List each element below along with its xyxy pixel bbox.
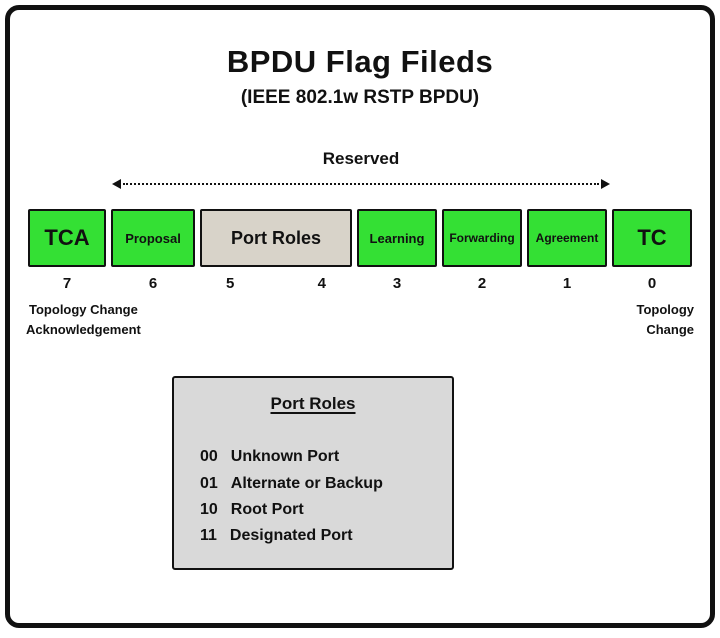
bit-number: 0 xyxy=(647,275,657,292)
port-roles-legend: Port Roles 00 Unknown Port 01 Alternate … xyxy=(172,376,454,570)
legend-item: 01 Alternate or Backup xyxy=(200,471,452,497)
field-port-roles: Port Roles xyxy=(200,209,352,267)
legend-label: Alternate or Backup xyxy=(230,474,383,492)
annotation-tc-line2: Change xyxy=(646,322,694,338)
arrowhead-right-icon xyxy=(601,179,610,189)
legend-label: Root Port xyxy=(230,501,304,519)
annotation-tca-line2: Acknowledgement xyxy=(26,322,141,338)
bit-number: 3 xyxy=(392,275,402,292)
legend-title: Port Roles xyxy=(270,394,356,414)
legend-item: 11 Designated Port xyxy=(200,523,452,549)
bit-number: 7 xyxy=(62,275,72,292)
bit-numbers-row: 7 6 5 4 3 2 1 0 xyxy=(10,275,710,292)
page-subtitle: (IEEE 802.1w RSTP BPDU) xyxy=(240,87,480,108)
bit-5-4-cell: 5 4 xyxy=(200,275,352,292)
bit-number: 4 xyxy=(317,275,326,292)
bit-6-cell: 6 xyxy=(111,275,195,292)
field-proposal: Proposal xyxy=(111,209,195,267)
reserved-section: Reserved xyxy=(10,149,710,191)
bit-2-cell: 2 xyxy=(442,275,522,292)
legend-label: Designated Port xyxy=(229,527,353,545)
field-forwarding: Forwarding xyxy=(442,209,522,267)
annotation-tc-line1: Topology xyxy=(636,302,694,317)
bit-7-cell: 7 xyxy=(28,275,106,292)
legend-item: 00 Unknown Port xyxy=(200,444,452,470)
legend-code: 10 xyxy=(200,501,218,519)
field-tca: TCA xyxy=(28,209,106,267)
bit-number: 5 xyxy=(226,275,235,292)
annotation-tc: Topology Change xyxy=(636,300,694,340)
field-tc: TC xyxy=(612,209,692,267)
bit-number: 2 xyxy=(477,275,487,292)
bit-number: 1 xyxy=(562,275,572,292)
bit-number: 6 xyxy=(148,275,158,292)
annotations-row: Topology Change Acknowledgement Topology… xyxy=(10,300,710,340)
legend-code: 00 xyxy=(200,448,218,466)
legend-items: 00 Unknown Port 01 Alternate or Backup 1… xyxy=(174,444,452,550)
arrowhead-left-icon xyxy=(112,179,121,189)
field-learning: Learning xyxy=(357,209,437,267)
flag-fields-row: TCA Proposal Port Roles Learning Forward… xyxy=(10,209,710,267)
bit-3-cell: 3 xyxy=(357,275,437,292)
annotation-tca: Topology Change Acknowledgement xyxy=(26,300,141,340)
field-agreement: Agreement xyxy=(527,209,607,267)
legend-label: Unknown Port xyxy=(230,448,340,466)
legend-item: 10 Root Port xyxy=(200,497,452,523)
bit-0-cell: 0 xyxy=(612,275,692,292)
header: BPDU Flag Fileds (IEEE 802.1w RSTP BPDU) xyxy=(10,44,710,109)
reserved-arrow xyxy=(112,177,610,191)
diagram-frame: BPDU Flag Fileds (IEEE 802.1w RSTP BPDU)… xyxy=(5,5,715,628)
legend-code: 11 xyxy=(200,527,217,545)
annotation-tca-line1: Topology Change xyxy=(29,302,138,317)
page-title: BPDU Flag Fileds xyxy=(226,44,494,79)
bit-1-cell: 1 xyxy=(527,275,607,292)
dotted-line xyxy=(123,183,599,185)
reserved-label: Reserved xyxy=(322,149,400,168)
legend-code: 01 xyxy=(200,474,218,492)
